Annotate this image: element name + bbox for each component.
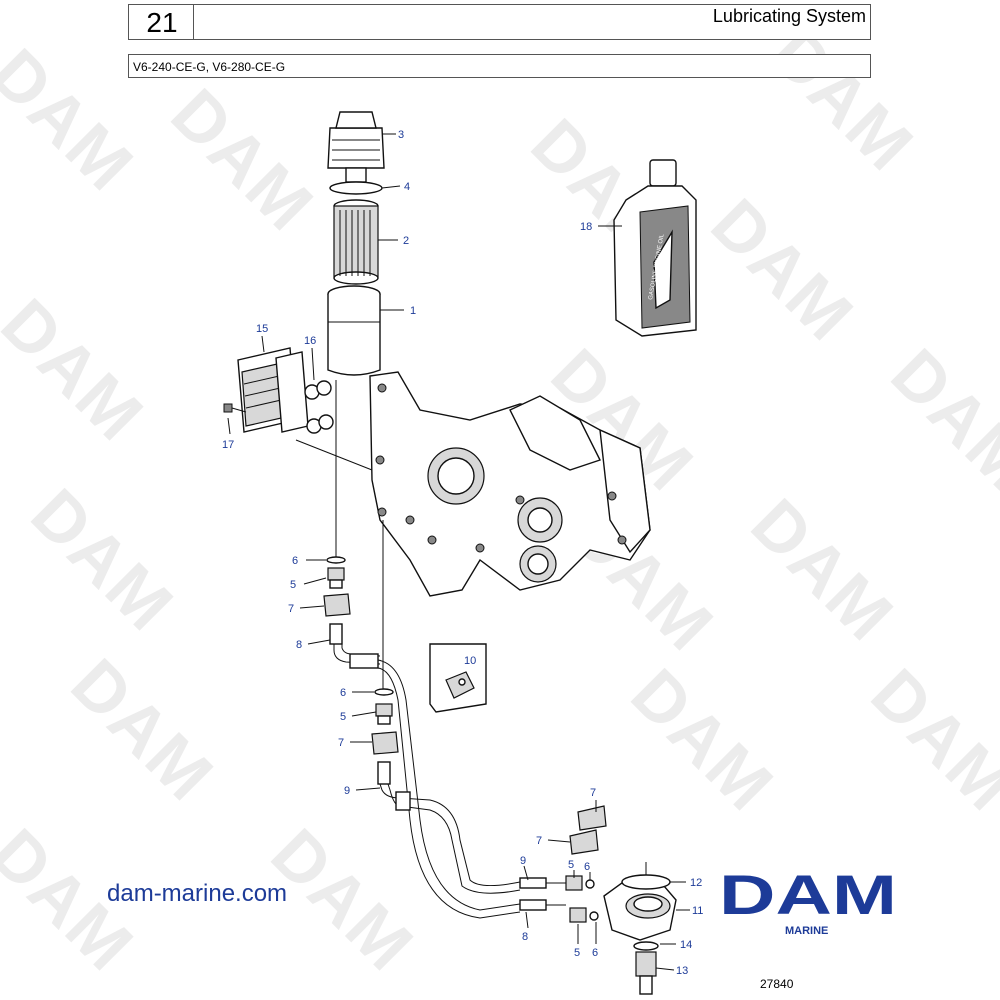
oil-hose: [329, 623, 521, 919]
callout-7d: 7: [536, 835, 542, 847]
leader-lines: [227, 133, 690, 971]
callout-2: 2: [403, 235, 409, 247]
website-link[interactable]: dam-marine.com: [107, 880, 288, 907]
callout-17: 17: [222, 439, 234, 451]
section-title-box: Lubricating System: [193, 4, 871, 40]
dam-logo: DAM: [719, 868, 897, 918]
filter-cap: [327, 111, 385, 183]
callout-5d: 5: [574, 947, 580, 959]
callout-1: 1: [410, 305, 416, 317]
callout-18: 18: [580, 221, 592, 233]
bolt: [223, 403, 247, 413]
callout-14: 14: [680, 939, 692, 951]
o-ring: [326, 556, 346, 564]
logo-subtext: MARINE: [785, 925, 829, 937]
seal-ring: [621, 874, 671, 890]
figure-number: 27840: [760, 977, 794, 991]
o-ring: [318, 414, 334, 430]
section-number-box: 21: [128, 4, 194, 40]
fitting: [635, 951, 657, 995]
filter-element: [333, 199, 379, 285]
hose-connector: [519, 875, 599, 923]
model-list: V6-240-CE-G, V6-280-CE-G: [133, 60, 286, 74]
callout-7a: 7: [288, 603, 294, 615]
callout-3: 3: [398, 129, 404, 141]
callout-13: 13: [676, 965, 688, 977]
o-ring: [316, 380, 332, 396]
callout-6a: 6: [292, 555, 298, 567]
callout-16: 16: [304, 335, 316, 347]
callout-6c: 6: [584, 861, 590, 873]
callout-10: 10: [464, 655, 476, 667]
callout-5a: 5: [290, 579, 296, 591]
callout-9a: 9: [344, 785, 350, 797]
callout-12: 12: [690, 877, 702, 889]
callout-11: 11: [692, 905, 703, 917]
detail-inset: [429, 643, 487, 713]
callout-8b: 8: [522, 931, 528, 943]
o-ring: [374, 688, 394, 696]
adapter-nipple: [375, 703, 393, 725]
oil-bottle: [613, 159, 697, 337]
section-number: 21: [146, 7, 178, 38]
retaining-clip: [323, 593, 351, 617]
callout-5c: 5: [568, 859, 574, 871]
retaining-clip: [569, 829, 599, 855]
callout-5b: 5: [340, 711, 346, 723]
logo-text: DAM: [719, 868, 897, 918]
callout-7b: 7: [338, 737, 344, 749]
oil-cooler: [237, 347, 309, 433]
oil-hose: [377, 761, 521, 894]
washer: [633, 941, 659, 951]
callout-8a: 8: [296, 639, 302, 651]
section-title: Lubricating System: [712, 6, 866, 26]
retaining-clip: [577, 805, 607, 831]
seal-ring: [329, 181, 383, 195]
adapter-nipple: [327, 567, 345, 589]
callout-7c: 7: [590, 787, 596, 799]
engine-cover: [369, 371, 651, 597]
callout-labels: 1 2 3 4 15 16 17 18 6 5 7 8 10 6 5 7 9 7…: [222, 129, 703, 977]
callout-6b: 6: [340, 687, 346, 699]
retaining-clip: [371, 731, 399, 755]
callout-9b: 9: [520, 855, 526, 867]
filter-housing: [327, 285, 381, 376]
model-box: V6-240-CE-G, V6-280-CE-G: [128, 54, 871, 78]
callout-6d: 6: [592, 947, 598, 959]
callout-4: 4: [404, 181, 410, 193]
callout-15: 15: [256, 323, 268, 335]
filter-adapter: [603, 862, 677, 941]
